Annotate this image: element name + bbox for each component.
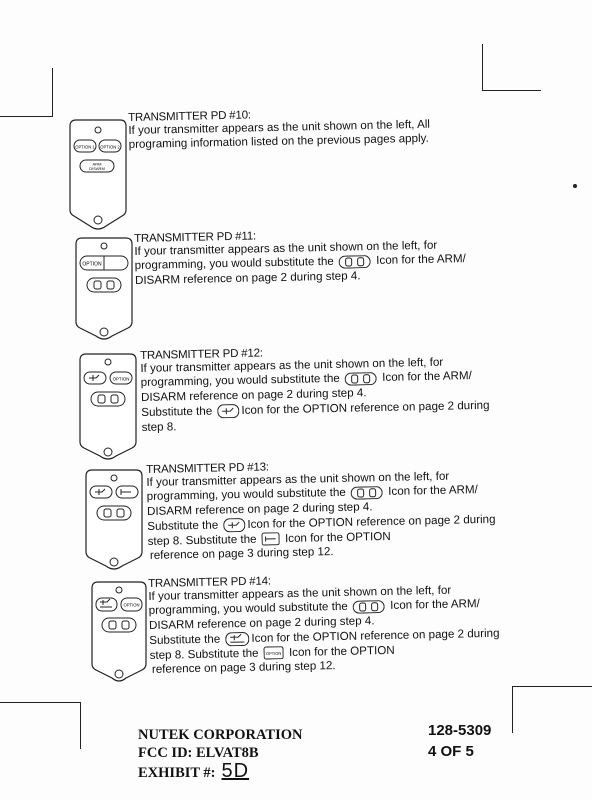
remote-pd10-image: OPTION 1 OPTION 2 ARM DISARM [69, 119, 127, 230]
section-body: If your transmitter appears as the unit … [148, 583, 500, 677]
remote-label: OPTION [113, 377, 130, 382]
remote-label: OPTION [82, 262, 102, 268]
exhibit-line: EXHIBIT #:5D [138, 760, 250, 782]
arm-disarm-icon [345, 372, 378, 386]
remote-label: ARM [93, 162, 102, 167]
exhibit-value: 5D [221, 760, 250, 782]
section-body: If your transmitter appears as the unit … [128, 117, 431, 152]
remote-label: OPTION 2 [100, 145, 120, 150]
remote-pd13-image [85, 469, 143, 570]
section-body: If your transmitter appears as the unit … [146, 469, 496, 563]
remote-label: OPTION 1 [75, 145, 95, 150]
car-key-icon [217, 404, 240, 419]
key-icon [261, 532, 280, 546]
svg-text:OPTION: OPTION [266, 651, 282, 656]
arm-disarm-icon [351, 486, 384, 500]
section-body: If your transmitter appears as the unit … [140, 355, 490, 434]
car-key-icon [223, 518, 246, 533]
arm-disarm-icon [339, 255, 372, 269]
remote-pd11-image: OPTION [75, 237, 133, 340]
crop-mark-top-right [482, 44, 541, 91]
doc-number: 128-5309 [428, 722, 492, 739]
fcc-id-value: ELVAT8B [196, 745, 259, 761]
remote-label: OPTION [123, 603, 139, 608]
footer-doc-block: 128-5309 4 OF 5 [428, 720, 491, 762]
option-icon: OPTION [263, 646, 284, 660]
crop-mark-bottom-left [0, 702, 81, 749]
crop-mark-bottom-right [512, 686, 592, 733]
footer-company-block: NUTEK CORPORATION FCC ID: ELVAT8B EXHIBI… [138, 726, 302, 782]
fcc-id-line: FCC ID: ELVAT8B [138, 745, 259, 761]
page-number: 4 OF 5 [428, 743, 474, 760]
arm-disarm-icon [353, 600, 386, 614]
remote-pd12-image: OPTION [79, 353, 137, 460]
company-name: NUTEK CORPORATION [138, 727, 303, 743]
car-key-icon [225, 632, 250, 647]
remote-pd14-image: OPTION [91, 581, 147, 682]
crop-mark-top-left [0, 68, 53, 117]
section-body: If your transmitter appears as the unit … [134, 238, 466, 287]
scan-speck [573, 184, 577, 188]
remote-label: DISARM [89, 166, 105, 171]
